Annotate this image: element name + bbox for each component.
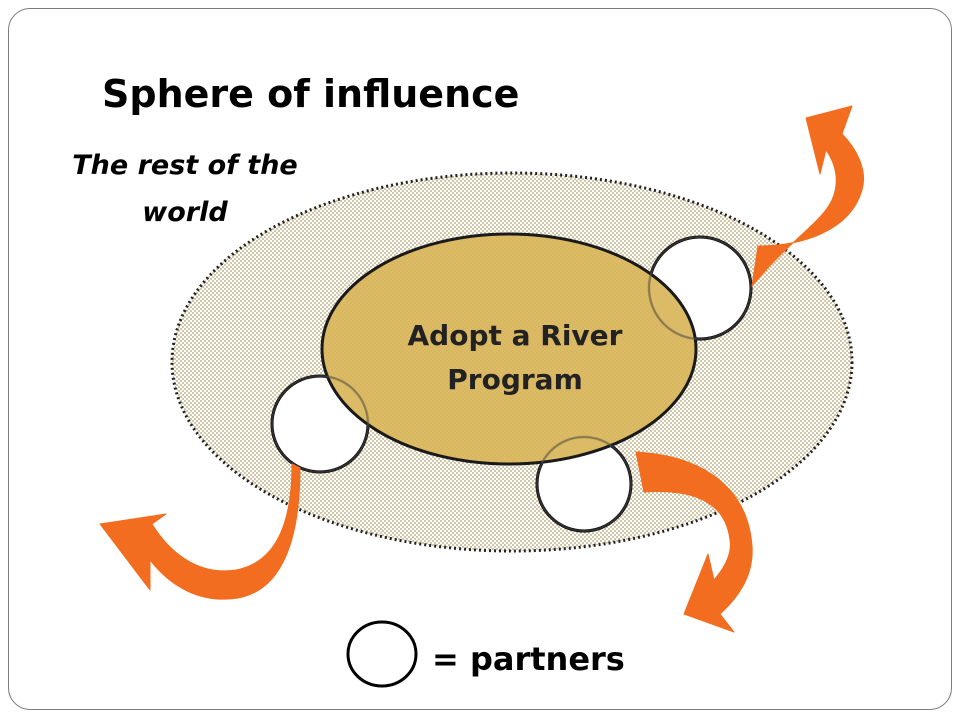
page-title: Sphere of influence [102,72,520,116]
core-label: Adopt a River Program [407,319,623,396]
arrow-bottom-left [99,463,301,600]
arrow-bottom-right [635,451,753,633]
legend-partner-circle [346,620,418,688]
outer-label: The rest of the world [72,150,298,228]
arrow-top-right [751,105,865,287]
legend-label: = partners [432,640,625,678]
core-program-ellipse [320,232,698,466]
